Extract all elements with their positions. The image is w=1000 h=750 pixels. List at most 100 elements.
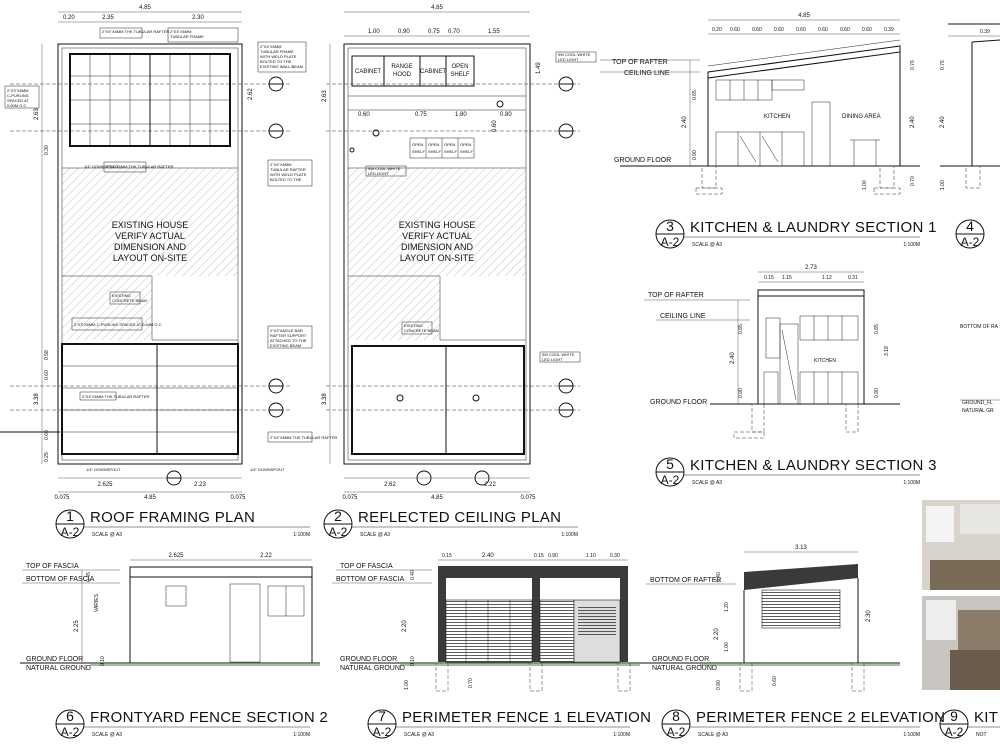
- dim-text: 0.90: [716, 680, 722, 690]
- dim-text: 2.40: [940, 116, 946, 128]
- dim-text: 2.62: [248, 88, 254, 100]
- range-hood-label: HOOD: [393, 72, 412, 78]
- dim-text: 2.40: [730, 352, 736, 364]
- sheet-ref: A-2: [667, 725, 686, 739]
- sheet-ref: A-2: [373, 725, 392, 739]
- note-led: LED LIGHT: [558, 57, 579, 62]
- dim-text: 2.40: [682, 116, 688, 128]
- note-frame2: TUBULAR FRAME: [260, 49, 294, 54]
- render-images: [922, 500, 1000, 690]
- dim-text: 1.49: [536, 62, 542, 74]
- dim-text: 2.40: [482, 553, 494, 559]
- note-frame: 2"X4"X6MM: [170, 29, 192, 34]
- scale-ratio: 1:100M: [903, 242, 920, 248]
- plan-note: VERIFY ACTUAL: [402, 231, 472, 241]
- drawing-number: 2: [334, 508, 342, 524]
- cabinet-label: CABINET: [355, 69, 381, 75]
- drawing-title: FRONTYARD FENCE SECTION 2: [90, 709, 328, 726]
- dim-text: 3.18: [884, 346, 890, 356]
- dim-text: 2.20: [714, 628, 720, 640]
- dim-text: 1.00: [724, 642, 730, 652]
- level-ground: GROUND FLOOR: [340, 656, 397, 663]
- dim-text: 2.35: [102, 15, 114, 21]
- scale-ratio: 1:100M: [561, 532, 578, 538]
- range-hood-label: RANGE: [391, 64, 412, 70]
- dim-text: 2.63: [322, 90, 328, 102]
- level-ground: GROUND FLOOR: [650, 399, 707, 406]
- note-purlin: SPACED AT: [7, 98, 29, 103]
- plan-note: EXISTING HOUSE: [399, 220, 476, 230]
- level-natural: NATURAL GR: [962, 408, 994, 414]
- dim-text: 0.60: [752, 27, 762, 33]
- level-top-fascia: TOP OF FASCIA: [26, 563, 79, 570]
- dim-text: 0.15: [442, 553, 452, 559]
- note-led: 9W COOL WHITE: [558, 52, 591, 57]
- drawing-title: PERIMETER FENCE 2 ELEVATION: [696, 709, 945, 726]
- note-beam: EXISTING: [404, 323, 423, 328]
- level-ground: GROUND FLOOR: [614, 157, 671, 164]
- dim-text: 2.73: [805, 265, 817, 271]
- drawing-title: KIT: [974, 709, 998, 726]
- dim-text: 2.30: [866, 610, 872, 622]
- note-frame: TUBULAR FRAME: [170, 34, 204, 39]
- dim-text: 0.40: [716, 572, 722, 582]
- scale-note: SCALE @ A3: [692, 480, 722, 486]
- dim-text: 2.625: [97, 482, 113, 488]
- dim-text: 2.63: [34, 108, 40, 120]
- drawing-number: 5: [666, 456, 674, 472]
- dim-text: 1.20: [724, 602, 730, 612]
- scale-note: SCALE @ A3: [360, 532, 390, 538]
- sheet-ref: A-2: [61, 525, 80, 539]
- reflected-ceiling-plan: 4.85 1.00 0.90 0.75 0.70 1.55 CABINET RA…: [322, 5, 597, 501]
- level-bottom: BOTTOM OF RA: [960, 324, 999, 330]
- level-ground: GROUND FLOOR: [26, 656, 83, 663]
- plan-note: EXISTING HOUSE: [112, 220, 189, 230]
- dim-text: 0.76: [940, 60, 946, 70]
- scale-ratio: 1:100M: [903, 732, 920, 738]
- dim-text: 0.75: [415, 112, 427, 118]
- note-led: LED LIGHT: [542, 357, 563, 362]
- scale-note: SCALE @ A3: [692, 242, 722, 248]
- dim-text: 1.15: [782, 275, 792, 281]
- dim-text: 0.70: [910, 176, 916, 186]
- drawing-number: 9: [950, 708, 958, 724]
- level-top-rafter: TOP OF RAFTER: [648, 292, 704, 299]
- drawing-number: 8: [672, 708, 680, 724]
- dim-text: 0.39: [980, 29, 990, 35]
- dim-text: 0.15: [764, 275, 774, 281]
- dim-text: 1.10: [586, 553, 596, 559]
- note-led: 9W COOL WHITE: [542, 352, 575, 357]
- dim-text: VARIES: [94, 593, 100, 612]
- level-bottom-rafter: BOTTOM OF RAFTER: [650, 577, 721, 584]
- dim-text: 0.85: [874, 324, 880, 334]
- perimeter-fence-1-elevation: 0.15 2.40 0.15 0.90 1.10 0.30 TOP OF FAS…: [332, 553, 640, 692]
- sheet-ref: A-2: [961, 235, 980, 249]
- kitchen-section-2-partial: 0.39 2.40 0.76 1.00 BOTTOM OF RA GROUND_…: [940, 23, 1000, 414]
- frontyard-fence-section-2: 2.625 2.22 TOP OF FASCIA BOTTOM OF FASCI…: [20, 553, 320, 672]
- note-purlin2: 2"X3"X6MM C-PURLINS SPACED AT 0.60M O.C.: [74, 322, 163, 327]
- note-frame2: EXISTING WALL/BEAM: [260, 64, 303, 69]
- dim-text: 0.25: [44, 452, 50, 462]
- dim-text: 0.075: [342, 495, 358, 501]
- dim-text: 2.625: [168, 553, 184, 559]
- plan-note: VERIFY ACTUAL: [115, 231, 185, 241]
- dim-text: 0.60: [492, 120, 498, 132]
- dim-text: 0.90: [548, 553, 558, 559]
- note-beam: CONCRETE BEAM: [404, 328, 439, 333]
- dim-text: 2.23: [194, 482, 206, 488]
- note-downspout: 1/4" DOWNSPOUT: [84, 164, 119, 169]
- dim-text: 0.60: [44, 430, 50, 440]
- note-rafter: 2"X4"X6MM THK TUBULAR RAFTER: [102, 29, 169, 34]
- drawing-title: PERIMETER FENCE 1 ELEVATION: [402, 709, 651, 726]
- perimeter-fence-2-elevation: 3.13 BOTTOM OF RAFTER GROUND FLOOR NATUR…: [640, 545, 900, 692]
- dim-text: 0.60: [774, 27, 784, 33]
- section-marker: [166, 76, 284, 486]
- dim-text: 0.90: [738, 388, 744, 398]
- plan-note: DIMENSION AND: [114, 242, 187, 252]
- level-ceiling: CEILING LINE: [624, 70, 670, 77]
